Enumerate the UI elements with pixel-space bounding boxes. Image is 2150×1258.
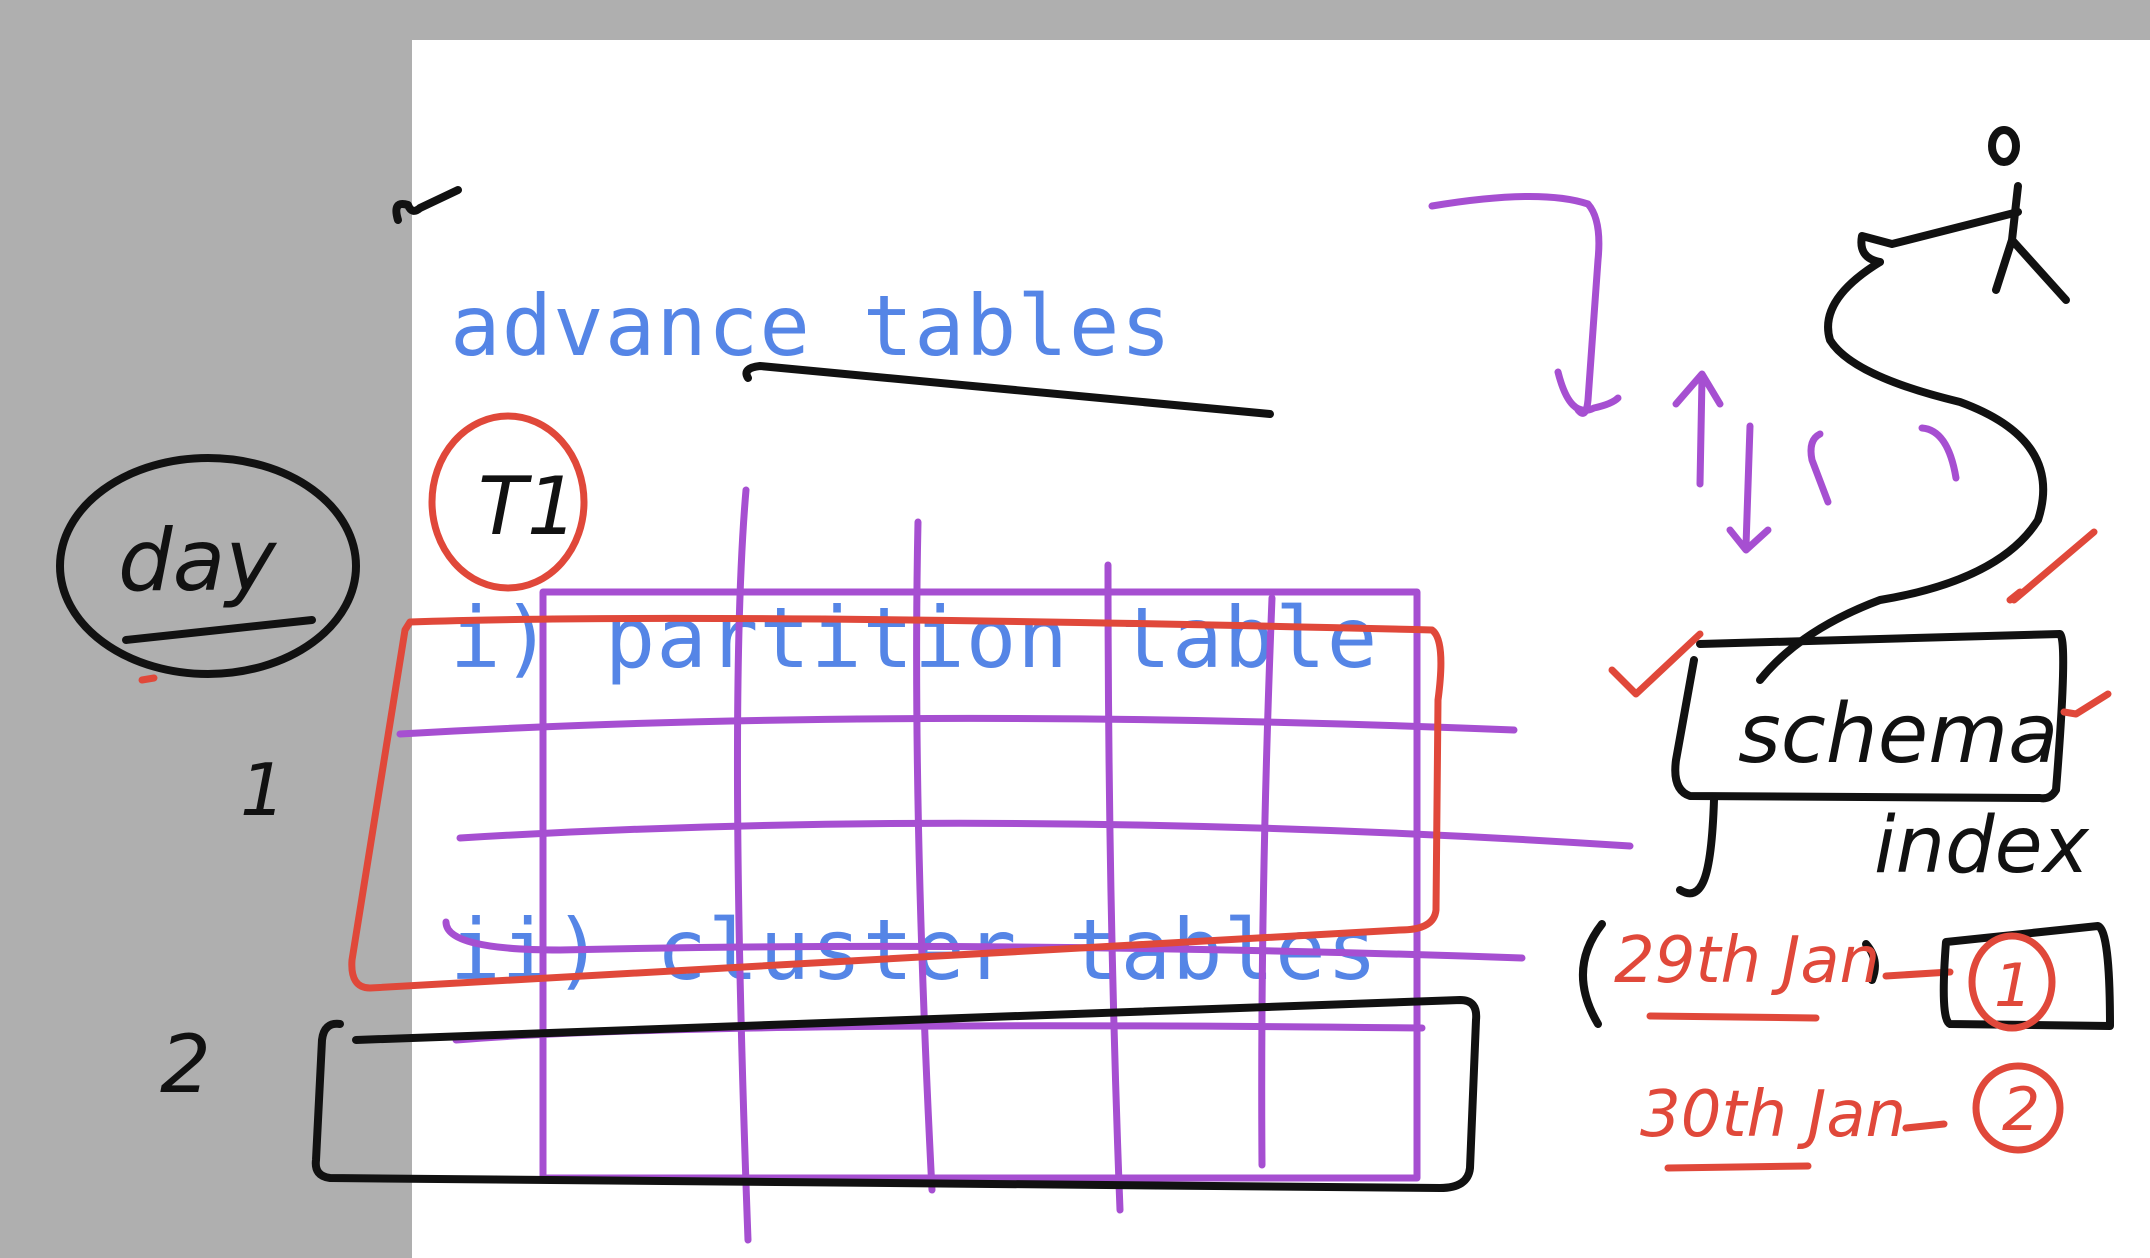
index-entry-2-ref: 2: [2002, 1075, 2040, 1145]
check-mark-icon: [392, 186, 462, 224]
user-figure-icon: [1857, 126, 2070, 304]
schema-label: schema: [1738, 687, 2058, 782]
table-label: T1: [478, 460, 578, 553]
underline-cluster-tables: [742, 362, 1274, 418]
index-entry-1-dash: [1882, 968, 1954, 980]
arrow-down-icon: [1726, 422, 1772, 554]
index-entry-1-circle: [1968, 932, 2056, 1032]
index-label: index: [1874, 801, 2090, 891]
bracket-open-icon: [1807, 430, 1832, 506]
index-entry-2-dash: [1902, 1120, 1948, 1132]
index-entry-1-box: [1939, 922, 2114, 1030]
flow-arrow: [1428, 192, 1622, 417]
partition-2-box: [311, 996, 1481, 1192]
index-entry-1-paren: [1578, 920, 1879, 1028]
row-2-label: 2: [160, 1018, 211, 1111]
arrow-up-icon: [1672, 370, 1724, 488]
index-entry-1-ref: 1: [1994, 951, 2032, 1021]
notes-title: advance tables: [450, 277, 1173, 375]
table-label-circle: [428, 412, 588, 592]
check-mark-icon: [2006, 528, 2098, 604]
index-entry-1-date: 29th Jan: [1614, 924, 1880, 998]
query-path: [1756, 258, 2048, 684]
bracket-close-icon: [1918, 424, 1960, 482]
schema-box: [1671, 630, 2068, 803]
day-circle: [56, 454, 360, 678]
table-grid: [396, 486, 1634, 1244]
notes-item-partition-table: i) partition table: [450, 589, 1379, 687]
partition-1-box: [348, 614, 1445, 992]
index-entry-2-underline: [1664, 1162, 1812, 1172]
day-label: day: [118, 511, 277, 611]
row-1-label: 1: [240, 748, 286, 832]
index-entry-1-underline: [1646, 1012, 1820, 1022]
index-entry-2-circle: [1972, 1062, 2064, 1154]
schema-index-connector: [1676, 796, 1718, 898]
day-underline: [122, 616, 316, 644]
check-mark-icon: [1608, 630, 1704, 698]
day-red-tick: [138, 674, 158, 684]
index-entry-2-date: 30th Jan: [1640, 1078, 1906, 1152]
check-mark-icon: [2060, 690, 2112, 718]
